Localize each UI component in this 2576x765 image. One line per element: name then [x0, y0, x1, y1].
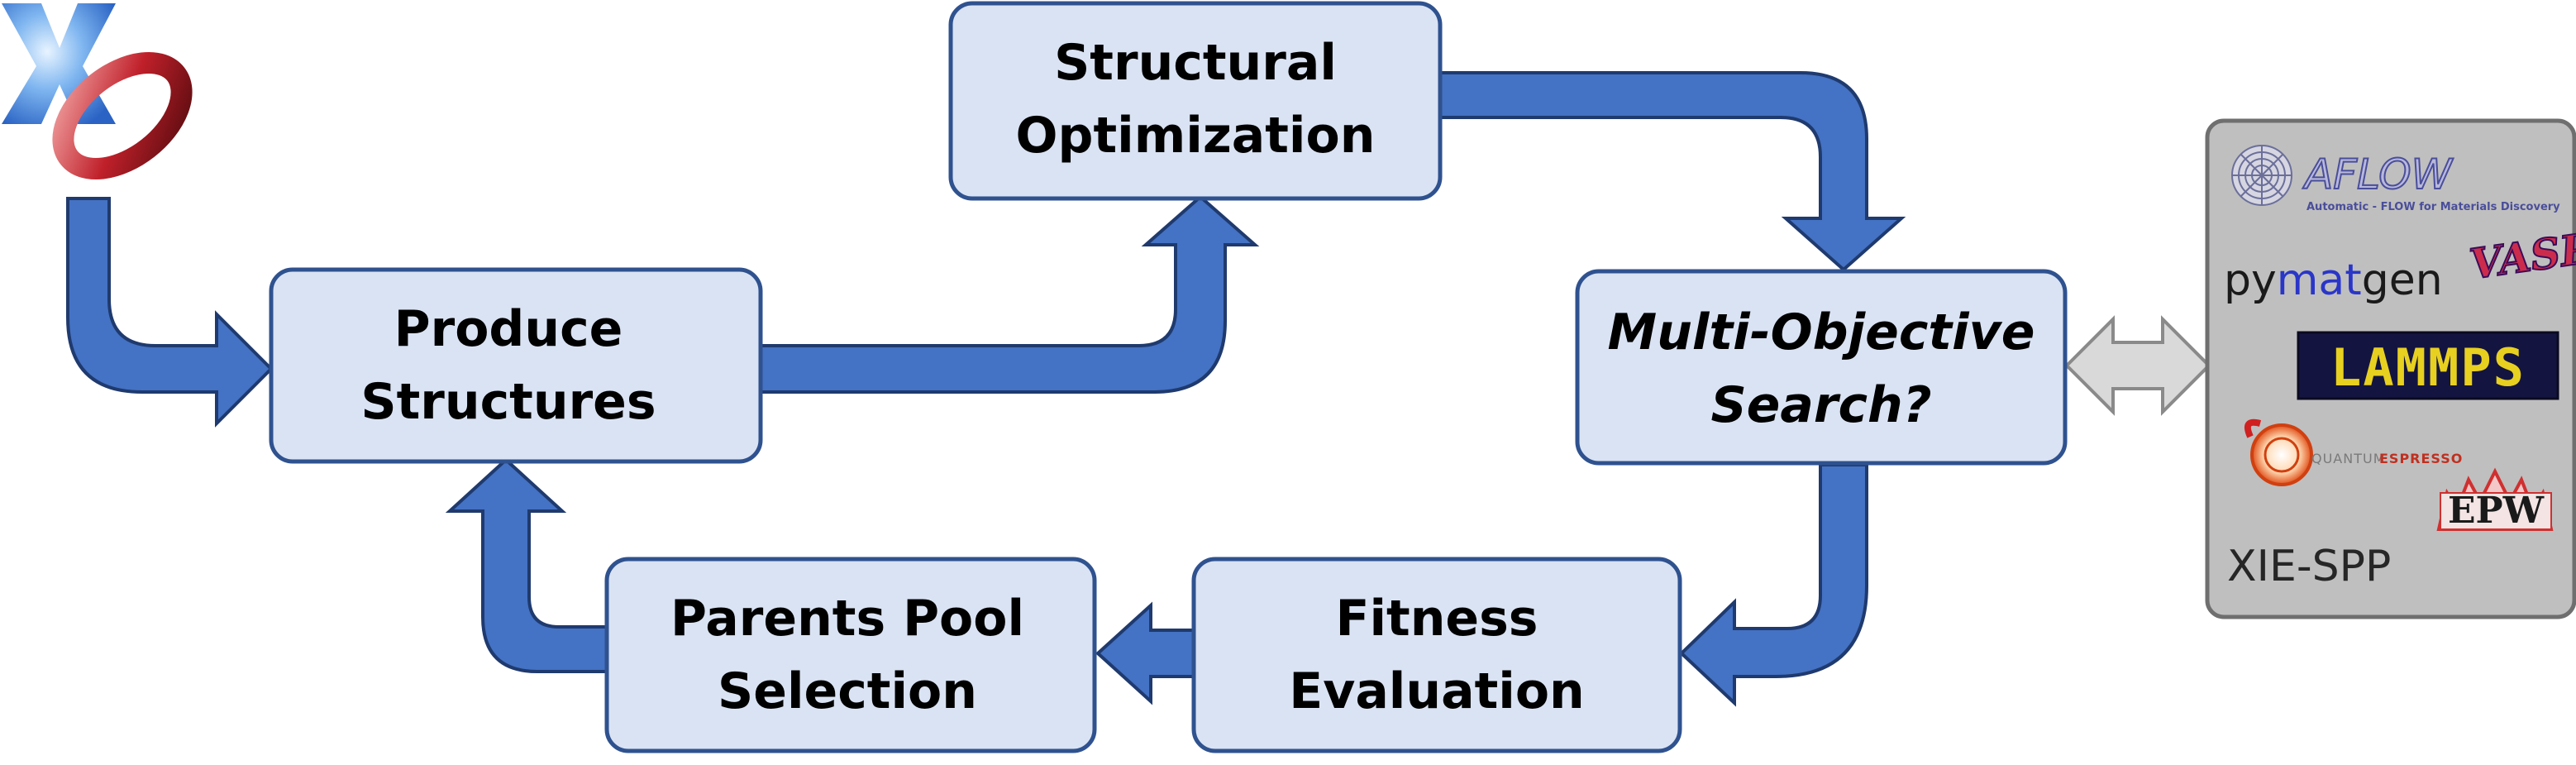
structural-label-line1: Structural: [1054, 34, 1337, 92]
xo-logo-o: [52, 51, 193, 180]
box-parents-pool-selection: [604, 557, 1097, 753]
box-fitness-evaluation: [1191, 557, 1682, 753]
produce-label-line1: Produce: [394, 300, 623, 358]
box-produce-structures: [269, 267, 763, 464]
arrow-fitness-to-parents: [1095, 601, 1195, 705]
lammps-name: LAMMPS: [2330, 337, 2526, 398]
box-multiobjective-search: [1575, 269, 2068, 466]
multiobjective-label-line1: Multi-Objective: [1608, 304, 2035, 361]
fitness-label-line1: Fitness: [1335, 590, 1538, 648]
pymatgen-gen: gen: [2362, 256, 2443, 305]
aflow-logo: AFLOW Automatic - FLOW for Materials Dis…: [2231, 145, 2560, 213]
pymatgen-py: py: [2224, 256, 2277, 305]
structural-label-line2: Optimization: [1016, 107, 1376, 165]
lammps-logo: LAMMPS: [2297, 331, 2559, 400]
arrow-multiobjective-to-fitness: [1679, 463, 1868, 707]
aflow-name: AFLOW: [2302, 151, 2454, 198]
double-arrow-tools: [2064, 315, 2211, 416]
arrow-parents-to-produce: [445, 457, 608, 673]
quantum-espresso-logo: QUANTUM ESPRESSO: [2244, 418, 2463, 486]
pymatgen-logo: pymatgen: [2224, 256, 2443, 305]
xie-spp-label: XIE-SPP: [2227, 542, 2391, 591]
parents-label-line1: Parents Pool: [670, 590, 1024, 648]
arrow-structural-to-multiobjective: [1438, 71, 1906, 272]
box-structural-optimization: [948, 1, 1443, 201]
arrow-logo-to-produce: [66, 197, 274, 428]
epw-name: EPW: [2448, 490, 2545, 532]
svg-text:pymatgen: pymatgen: [2224, 256, 2443, 305]
xo-logo: [2, 3, 193, 180]
pymatgen-mat: mat: [2277, 256, 2362, 305]
epw-logo: EPW: [2436, 467, 2554, 532]
lammps-background: [2297, 331, 2559, 400]
produce-label-line2: Structures: [360, 373, 656, 431]
tools-panel: AFLOW Automatic - FLOW for Materials Dis…: [2205, 118, 2576, 619]
aflow-sphere-icon: [2231, 145, 2292, 206]
xo-logo-x: [2, 3, 116, 124]
quantum-espresso-icon: [2250, 423, 2313, 486]
quantum-espresso-e: ESPRESSO: [2379, 451, 2463, 466]
fitness-label-line2: Evaluation: [1289, 662, 1585, 720]
arrow-produce-to-structural: [757, 194, 1260, 394]
aflow-tagline: Automatic - FLOW for Materials Discovery: [2306, 201, 2560, 213]
multiobjective-label-line2: Search?: [1710, 376, 1931, 434]
quantum-espresso-q: QUANTUM: [2311, 451, 2386, 466]
parents-label-line2: Selection: [718, 662, 977, 720]
